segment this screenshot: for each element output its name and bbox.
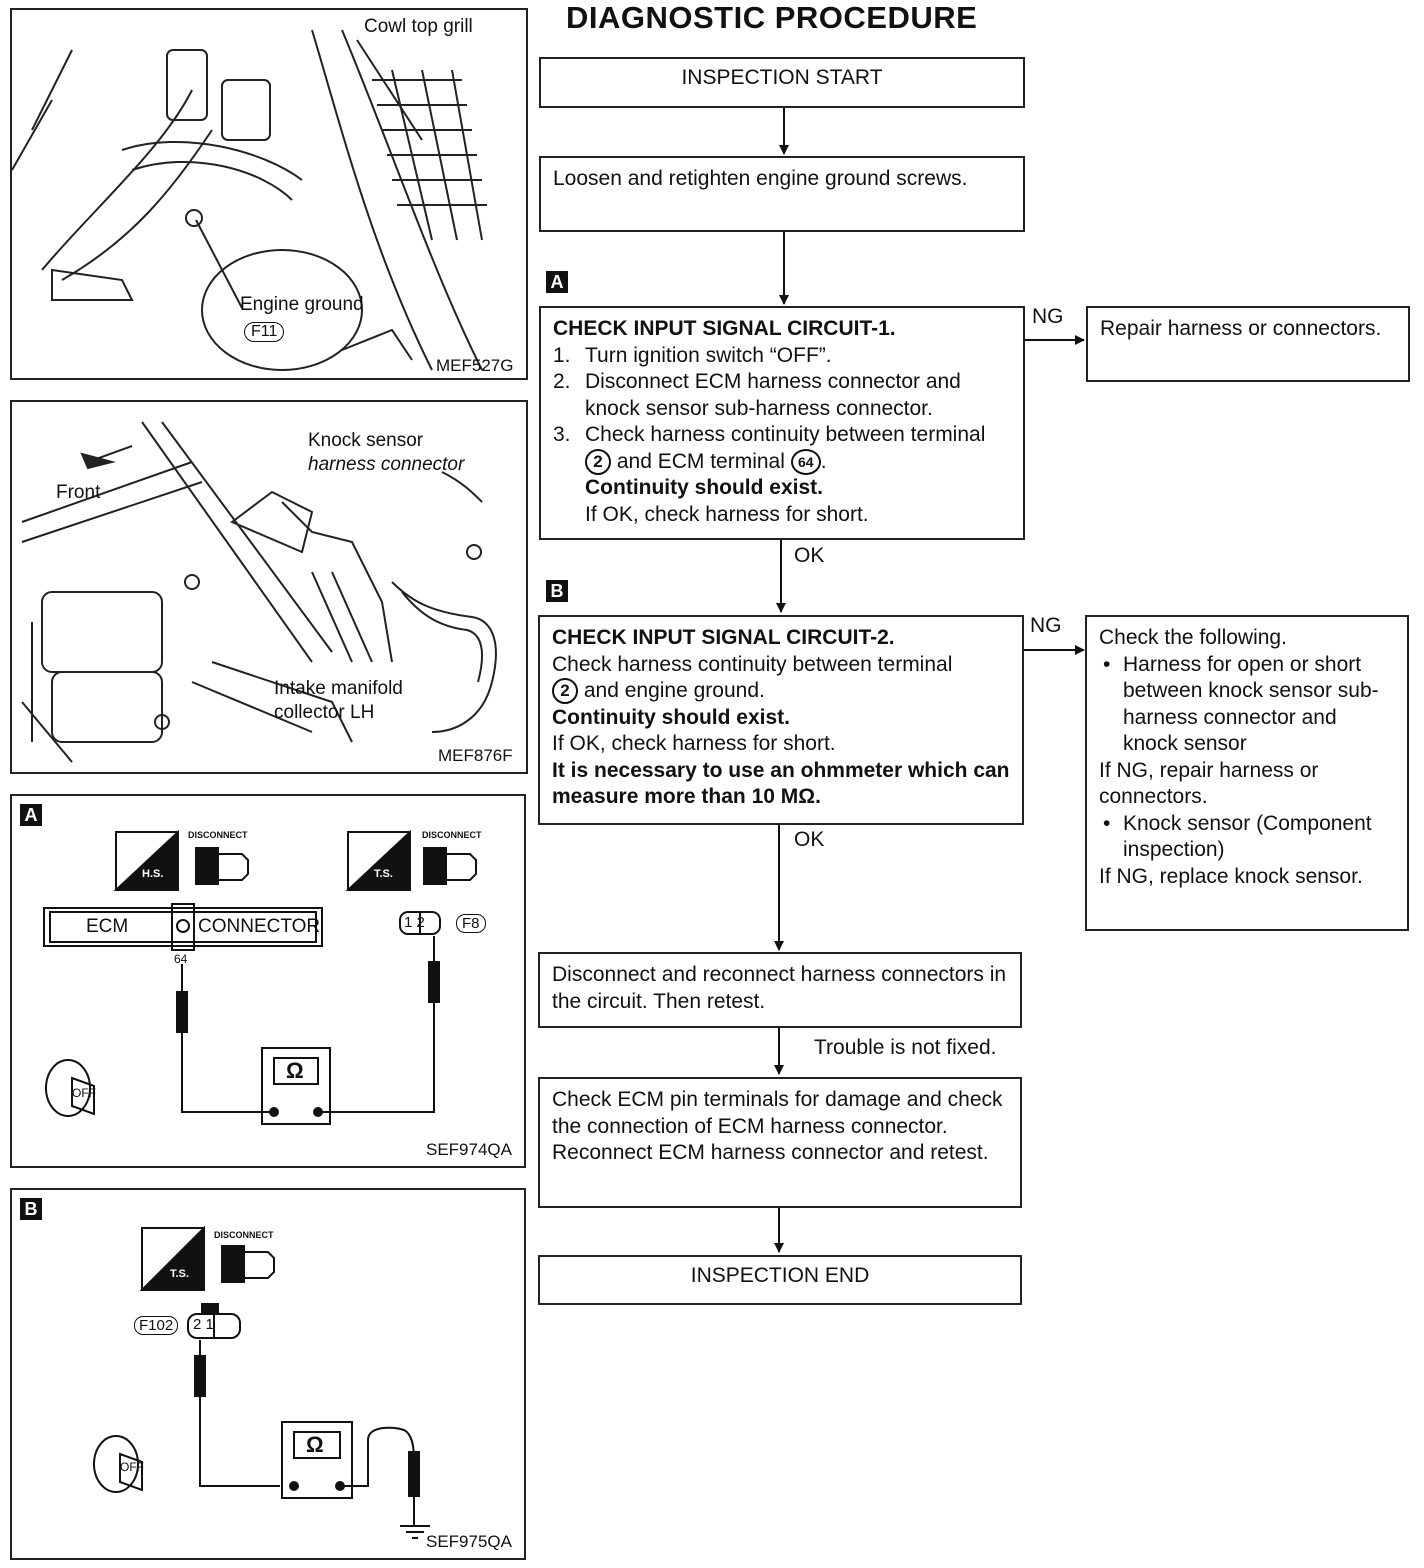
- loosen-box: Loosen and retighten engine ground screw…: [539, 156, 1025, 232]
- terminal-2-circle: 2: [585, 448, 611, 475]
- knock-sensor-label-2: harness connector: [308, 454, 465, 475]
- ts-label: T.S.: [374, 868, 393, 880]
- connector-f102-label: F102: [134, 1316, 179, 1335]
- ts-label: T.S.: [170, 1268, 189, 1280]
- disconnect-label-2: DISCONNECT: [422, 830, 482, 840]
- ng-label-1: NG: [1032, 305, 1064, 328]
- connector-label: CONNECTOR: [198, 916, 321, 937]
- circuit-a-diagram: [43, 829, 477, 1125]
- step-a-item-3-period: .: [820, 449, 827, 473]
- check-ecm-box: Check ECM pin terminals for damage and c…: [538, 1077, 1022, 1208]
- step-number: 2.: [553, 370, 571, 393]
- ng2-bullet-1: Harness for open or short between knock …: [1099, 652, 1395, 758]
- ok-label-2: OK: [794, 828, 825, 851]
- reconnect-text: Disconnect and reconnect harness connect…: [552, 963, 1007, 1013]
- figure-code: MEF527G: [436, 356, 514, 375]
- terminal-2-circle: 2: [552, 678, 578, 705]
- inspection-end-text: INSPECTION END: [690, 1264, 870, 1287]
- ng1-box: Repair harness or connectors.: [1086, 306, 1410, 382]
- circuit-b-diagram: [93, 1225, 430, 1539]
- terminal-64-label: 64: [174, 952, 188, 966]
- intake-manifold-label-2: collector LH: [274, 702, 375, 723]
- step-b-tag: B: [546, 580, 568, 602]
- ohm-symbol: Ω: [306, 1432, 324, 1457]
- intake-manifold-label-1: Intake manifold: [274, 678, 403, 699]
- step-a-bold: Continuity should exist.: [585, 476, 824, 499]
- step-a-list: 1. Turn ignition switch “OFF”. 2. Disconne…: [553, 343, 1011, 529]
- figure-code: MEF876F: [438, 746, 513, 765]
- figure-knock-sensor-location: Knock sensor harness connector Front Int…: [10, 400, 528, 774]
- ok-label-1: OK: [794, 544, 825, 567]
- step-b-bold-2: It is necessary to use an ohmmeter which…: [552, 758, 1010, 809]
- ohm-symbol: Ω: [286, 1058, 304, 1083]
- knock-sensor-label-1: Knock sensor: [308, 430, 424, 451]
- figure-code: SEF975QA: [426, 1532, 512, 1551]
- step-a-item-1: 1. Turn ignition switch “OFF”.: [553, 343, 1011, 370]
- step-number: 3.: [553, 423, 571, 446]
- reconnect-box: Disconnect and reconnect harness connect…: [538, 952, 1022, 1028]
- step-a-ok: If OK, check harness for short.: [585, 502, 869, 526]
- step-a-tag: A: [546, 271, 568, 293]
- cowl-top-grill-label: Cowl top grill: [364, 16, 473, 37]
- ecm-label: ECM: [86, 916, 129, 937]
- engine-ground-illustration: [12, 29, 487, 371]
- terminal-64-circle: 64: [790, 448, 821, 475]
- hs-label: H.S.: [142, 868, 164, 880]
- front-label: Front: [56, 482, 101, 503]
- step-a-box: CHECK INPUT SIGNAL CIRCUIT-1. 1. Turn ign…: [539, 306, 1025, 540]
- step-b-ok: If OK, check harness for short.: [552, 732, 836, 755]
- ng-label-2: NG: [1030, 614, 1062, 637]
- figure-b-tag: B: [20, 1198, 42, 1220]
- trouble-not-fixed-label: Trouble is not fixed.: [814, 1036, 997, 1059]
- inspection-start-text: INSPECTION START: [681, 66, 883, 89]
- ignition-off-label: OFF: [72, 1086, 96, 1100]
- figure-a-tag: A: [20, 804, 42, 826]
- step-b-box: CHECK INPUT SIGNAL CIRCUIT-2. Check harn…: [538, 615, 1024, 825]
- check-ecm-text: Check ECM pin terminals for damage and c…: [552, 1088, 1003, 1164]
- connector-f11-label: F11: [244, 322, 285, 342]
- step-a-item-3: 3. Check harness continuity between termi…: [553, 422, 1011, 528]
- step-a-item-2-text: Disconnect ECM harness connector and kno…: [585, 370, 961, 420]
- disconnect-label: DISCONNECT: [214, 1230, 274, 1240]
- engine-ground-label: Engine ground: [240, 294, 364, 315]
- ng2-note-2: If NG, replace knock sensor.: [1099, 864, 1363, 888]
- step-a-item-3-text: Check harness continuity between termina…: [585, 423, 986, 446]
- inspection-end-box: INSPECTION END: [538, 1255, 1022, 1305]
- ignition-off-label: OFF: [120, 1460, 144, 1474]
- connector-f8-label: F8: [456, 914, 486, 933]
- pins-label: 2 1: [193, 1316, 214, 1333]
- step-a-item-3-text-b: and ECM terminal: [616, 449, 785, 473]
- step-b-bold-1: Continuity should exist.: [552, 705, 791, 729]
- disconnect-label-1: DISCONNECT: [188, 830, 248, 840]
- ng2-head: Check the following.: [1099, 626, 1287, 649]
- step-b-line-2-text: and engine ground.: [583, 679, 765, 702]
- ng2-box: Check the following. Harness for open or…: [1085, 615, 1409, 931]
- step-number: 1.: [553, 343, 571, 367]
- step-a-item-1-text: Turn ignition switch “OFF”.: [585, 343, 832, 367]
- ng2-bullet-2: Knock sensor (Component inspection): [1099, 811, 1395, 864]
- figure-engine-ground: Cowl top grill Engine ground F11 MEF527G: [10, 8, 528, 380]
- step-a-title: CHECK INPUT SIGNAL CIRCUIT-1.: [553, 317, 896, 340]
- inspection-start-box: INSPECTION START: [539, 57, 1025, 108]
- pins-label: 1 2: [404, 914, 425, 931]
- ng1-text: Repair harness or connectors.: [1100, 317, 1382, 340]
- step-a-item-2: 2. Disconnect ECM harness connector and k…: [553, 369, 1011, 422]
- figure-b-circuit-2: B T.S. DISCO: [10, 1188, 526, 1560]
- figure-a-circuit-1: A: [10, 794, 526, 1168]
- ng2-note-1: If NG, repair harness or connectors.: [1099, 758, 1319, 809]
- step-b-title: CHECK INPUT SIGNAL CIRCUIT-2.: [552, 626, 895, 649]
- figure-code: SEF974QA: [426, 1140, 512, 1159]
- page-title: DIAGNOSTIC PROCEDURE: [566, 0, 978, 35]
- step-b-line-1: Check harness continuity between termina…: [552, 652, 953, 676]
- step-b-line-2: 2 and engine ground.: [552, 678, 1010, 705]
- knock-sensor-illustration: [21, 421, 497, 763]
- loosen-text: Loosen and retighten engine ground screw…: [553, 167, 968, 190]
